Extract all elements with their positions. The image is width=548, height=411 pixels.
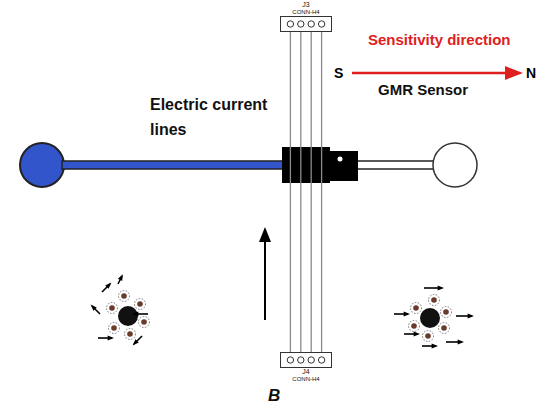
sensitivity-arrow (352, 72, 507, 75)
bead-cluster (91, 274, 150, 345)
panel-letter: B (268, 386, 280, 406)
connector-header: J4CONN-H4 (280, 352, 332, 383)
moment-arrowhead (118, 274, 123, 281)
sensitivity-arrowhead (505, 66, 523, 80)
header-pin (287, 21, 293, 27)
moment-arrowhead (91, 305, 97, 311)
header-pins (280, 17, 332, 31)
moment-arrowhead (132, 312, 138, 317)
nanoparticle-shell (423, 331, 434, 342)
south-pole: S (334, 65, 343, 82)
nanoparticle-shell (139, 317, 150, 328)
nanoparticle-shell (429, 295, 440, 306)
nanoparticle-shell (409, 321, 420, 332)
bead (420, 308, 440, 328)
nanoparticle-core (443, 309, 449, 315)
field-arrowhead (259, 227, 271, 242)
north-pole: N (526, 65, 536, 82)
bead (118, 306, 138, 326)
nanoparticle-core (441, 325, 447, 331)
nanoparticle-shell (107, 303, 118, 314)
blue-current-line (62, 161, 287, 169)
header-pins (280, 353, 332, 367)
header-outline (280, 352, 332, 368)
header-pin (297, 21, 303, 27)
nanoparticle-core (141, 319, 147, 325)
connector-type: CONN-H4 (280, 9, 332, 16)
nanoparticle-core (431, 297, 437, 303)
connector-header: J3CONN-H4 (280, 1, 332, 32)
gmr-sensor-tab (329, 151, 358, 181)
header-pin (308, 21, 314, 27)
left-pad (20, 143, 64, 187)
moment-arrowhead (404, 312, 410, 317)
moment-arrowhead (133, 339, 139, 345)
nanoparticle-core (121, 293, 127, 299)
nanoparticle-core (137, 301, 143, 307)
current-lines-label: Electric current lines (150, 92, 274, 142)
moment-arrowhead (108, 336, 114, 341)
moment-arrowhead (105, 283, 111, 289)
nanoparticle-core (413, 305, 419, 311)
nanoparticle-shell (439, 323, 450, 334)
bead-cluster (394, 286, 474, 349)
nanoparticle-core (411, 323, 417, 329)
moment-arrowhead (414, 332, 420, 337)
connector-type: CONN-H4 (280, 376, 332, 383)
header-outline (280, 16, 332, 32)
header-pin (297, 357, 303, 363)
nanoparticle-core (127, 331, 133, 337)
nanoparticle-shell (119, 291, 130, 302)
moment-arrowhead (438, 286, 444, 291)
connector-ref: J3 (280, 1, 332, 9)
moment-arrowhead (432, 344, 438, 349)
nanoparticle-core (109, 305, 115, 311)
header-wires (290, 32, 321, 352)
header-pin (318, 21, 324, 27)
nanoparticle-shell (109, 323, 120, 334)
header-pin (318, 357, 324, 363)
nanoparticle-shell (135, 299, 146, 310)
gmr-sensor-body (282, 147, 330, 183)
nanoparticle-shell (441, 307, 452, 318)
sensor-label: GMR Sensor (378, 81, 468, 99)
connector-ref: J4 (280, 368, 332, 376)
pin1-dot (338, 157, 343, 162)
moment-arrowhead (458, 340, 464, 345)
nanoparticle-shell (411, 303, 422, 314)
nanoparticle-core (425, 333, 431, 339)
right-pad (433, 143, 477, 187)
field-arrow (264, 240, 266, 320)
sensitivity-label: Sensitivity direction (368, 31, 511, 49)
nanoparticle-shell (125, 329, 136, 340)
header-pin (308, 357, 314, 363)
nanoparticle-core (111, 325, 117, 331)
moment-arrowhead (468, 314, 474, 319)
header-pin (287, 357, 293, 363)
